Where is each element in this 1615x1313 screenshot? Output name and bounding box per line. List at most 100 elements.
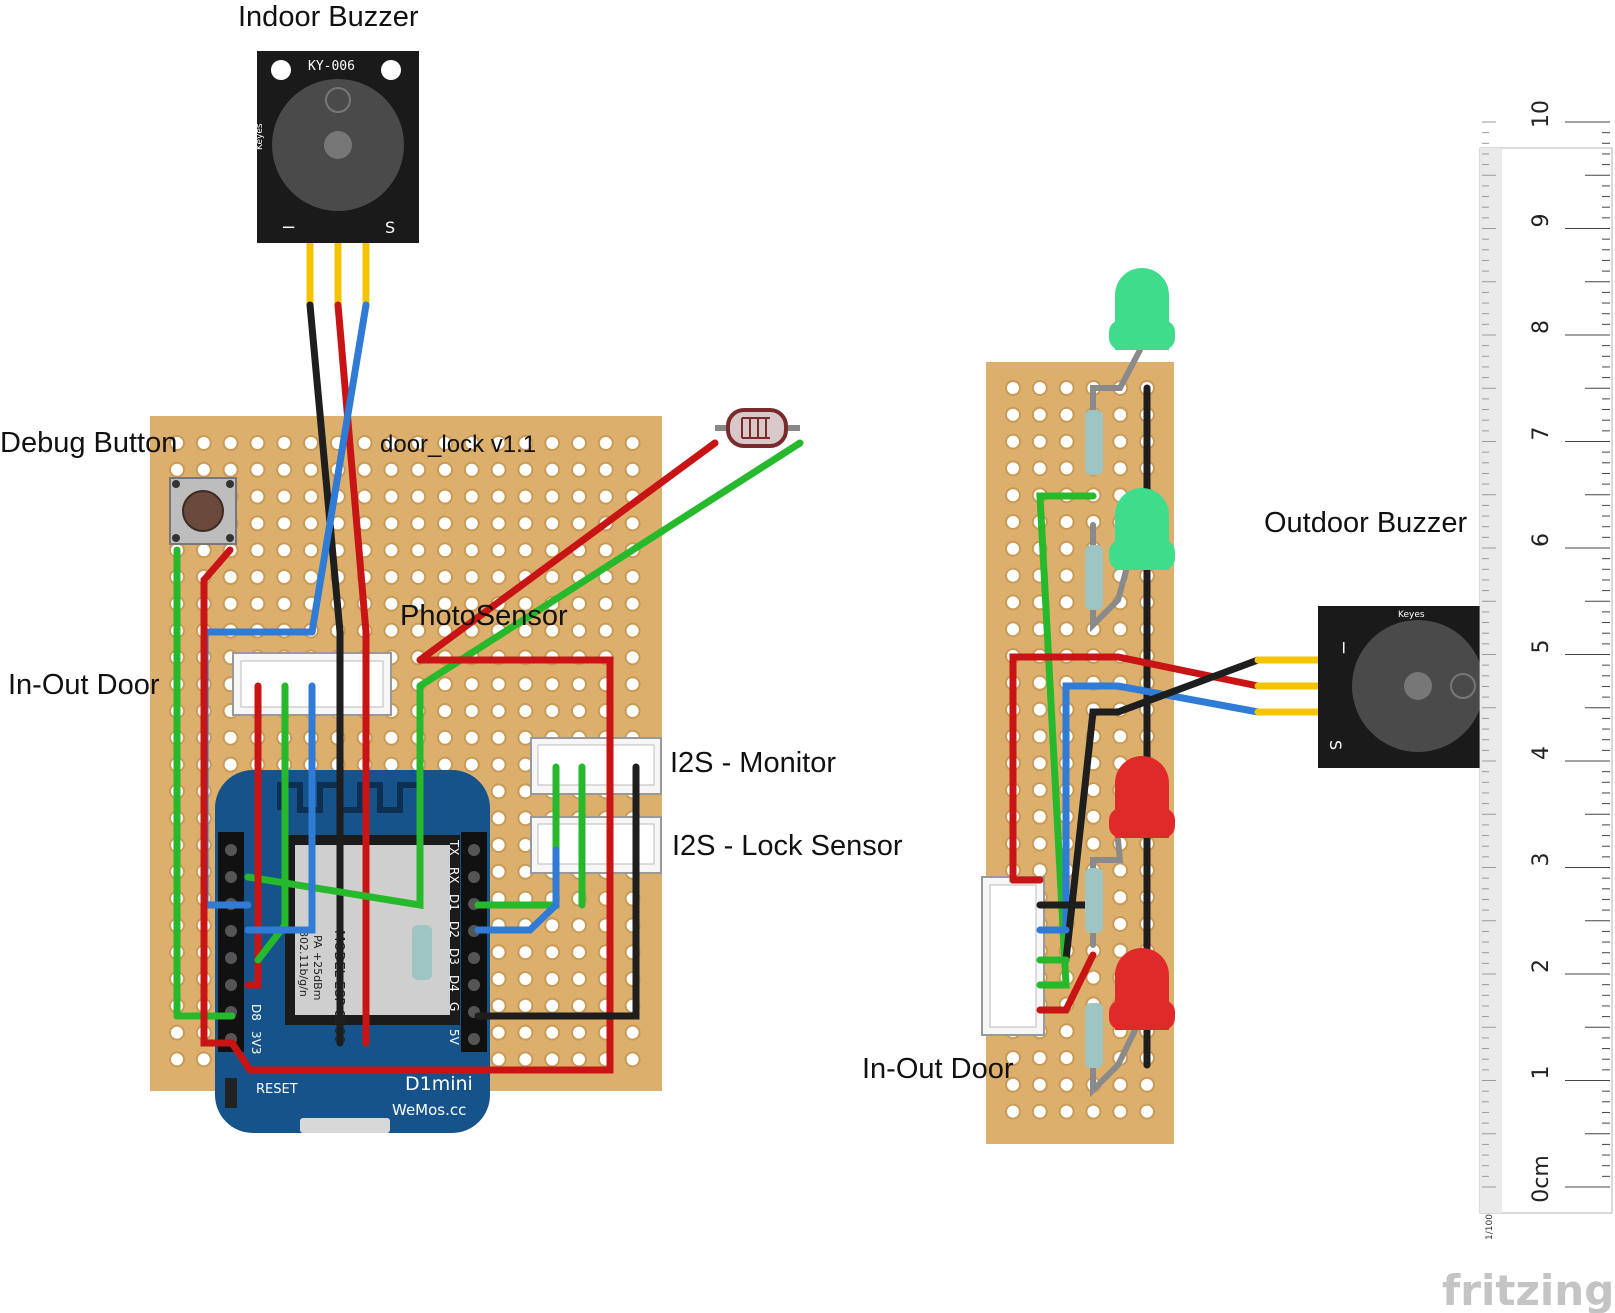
stripboard-hole bbox=[571, 595, 587, 612]
stripboard-hole bbox=[195, 461, 212, 478]
ruler-number: 5 bbox=[1529, 640, 1554, 654]
stripboard-hole bbox=[463, 595, 480, 612]
stripboard-hole bbox=[571, 944, 587, 961]
stripboard-hole bbox=[597, 595, 614, 612]
stripboard-hole bbox=[490, 703, 507, 719]
stripboard-hole bbox=[222, 729, 239, 746]
i2s-lock-sensor-connector bbox=[530, 816, 662, 874]
stripboard-hole bbox=[544, 542, 561, 559]
stripboard-hole bbox=[1085, 1103, 1102, 1120]
d1-pin-label: D4 bbox=[447, 975, 461, 992]
right-board-parts bbox=[1009, 347, 1344, 1098]
stripboard-hole bbox=[597, 461, 614, 478]
stripboard-hole bbox=[544, 569, 561, 585]
stripboard-hole bbox=[490, 729, 507, 746]
stripboard-hole bbox=[624, 569, 641, 585]
ruler-number: 4 bbox=[1529, 746, 1554, 760]
stripboard-hole bbox=[222, 461, 239, 478]
stripboard-hole bbox=[463, 569, 480, 585]
stripboard-hole bbox=[383, 542, 400, 559]
d1-pin-label: TX bbox=[447, 839, 461, 856]
stripboard-hole bbox=[597, 622, 614, 639]
stripboard-hole bbox=[437, 542, 453, 559]
stripboard-hole bbox=[1058, 1103, 1075, 1120]
stripboard-hole bbox=[276, 542, 293, 559]
stripboard-hole bbox=[249, 542, 266, 559]
label-i2s-monitor: I2S - Monitor bbox=[670, 747, 836, 779]
stripboard-hole bbox=[1005, 594, 1021, 611]
stripboard-hole bbox=[463, 703, 480, 719]
d1-pin bbox=[225, 979, 237, 991]
stripboard-hole bbox=[490, 997, 507, 1014]
ruler-number: 3 bbox=[1529, 853, 1554, 867]
stripboard-hole bbox=[1058, 1076, 1075, 1093]
stripboard-hole bbox=[463, 756, 480, 773]
d1-mini-board: MODEL ESP-8266 PA +25dBm 802.11b/g/n TXR… bbox=[215, 770, 490, 1133]
stripboard-hole bbox=[1058, 514, 1075, 530]
green-led-bottom bbox=[1109, 488, 1175, 570]
indoor-buzzer-s: S bbox=[385, 218, 395, 237]
stripboard-hole bbox=[1058, 380, 1075, 396]
stripboard-hole bbox=[169, 1051, 185, 1068]
stripboard-hole bbox=[383, 622, 400, 639]
stripboard-hole bbox=[544, 944, 561, 961]
stripboard-hole bbox=[571, 703, 587, 719]
outdoor-buzzer-brand: Keyes bbox=[1398, 610, 1425, 620]
d1-pin bbox=[225, 925, 237, 937]
stripboard-hole bbox=[571, 676, 587, 693]
stripboard-hole bbox=[1112, 862, 1129, 879]
stripboard-hole bbox=[1112, 621, 1129, 638]
stripboard-hole bbox=[1031, 380, 1048, 396]
stripboard-hole bbox=[1058, 540, 1075, 557]
stripboard-hole bbox=[597, 542, 614, 559]
indoor-buzzer-model: KY-006 bbox=[308, 59, 355, 74]
stripboard-hole bbox=[490, 837, 507, 853]
stripboard-hole bbox=[410, 569, 427, 585]
left-wires bbox=[173, 224, 804, 1074]
chip-wifi-text: 802.11b/g/n bbox=[297, 930, 310, 997]
stripboard-hole bbox=[1031, 728, 1048, 745]
stripboard-hole bbox=[356, 488, 373, 505]
stripboard-hole bbox=[195, 435, 212, 451]
chip-power-text: PA +25dBm bbox=[311, 935, 324, 1000]
label-indoor-buzzer: Indoor Buzzer bbox=[238, 1, 419, 33]
stripboard-hole bbox=[1058, 406, 1075, 423]
stripboard-hole bbox=[1005, 1076, 1021, 1093]
stripboard-hole bbox=[1058, 460, 1075, 477]
stripboard-hole bbox=[517, 515, 534, 532]
d1-pin bbox=[468, 952, 480, 964]
stripboard-hole bbox=[490, 461, 507, 478]
stripboard-hole bbox=[490, 569, 507, 585]
stripboard-hole bbox=[544, 461, 561, 478]
stripboard-hole bbox=[517, 944, 534, 961]
stripboard-hole bbox=[1112, 406, 1129, 423]
d1-pin bbox=[468, 844, 480, 856]
stripboard-hole bbox=[1112, 433, 1129, 450]
stripboard-hole bbox=[1112, 942, 1129, 959]
stripboard-hole bbox=[517, 595, 534, 612]
stripboard-hole bbox=[571, 1051, 587, 1068]
stripboard-hole bbox=[437, 595, 453, 612]
d1-pin bbox=[468, 871, 480, 883]
reset-switch bbox=[225, 1078, 237, 1108]
stripboard-hole bbox=[1005, 433, 1021, 450]
stripboard-hole bbox=[1005, 460, 1021, 477]
stripboard-hole bbox=[195, 542, 212, 559]
stripboard-hole bbox=[169, 1024, 185, 1041]
stripboard-hole bbox=[249, 488, 266, 505]
stripboard-hole bbox=[517, 676, 534, 693]
stripboard-hole bbox=[356, 461, 373, 478]
stripboard-hole bbox=[1112, 460, 1129, 477]
stripboard-hole bbox=[624, 676, 641, 693]
stripboard-hole bbox=[463, 461, 480, 478]
stripboard-hole bbox=[249, 569, 266, 585]
stripboard-hole bbox=[490, 1051, 507, 1068]
stripboard-hole bbox=[544, 622, 561, 639]
stripboard-hole bbox=[490, 515, 507, 532]
stripboard-hole bbox=[544, 997, 561, 1014]
diagram-labels: Indoor Buzzer Debug Button door_lock v1.… bbox=[0, 1, 1467, 1085]
stripboard-hole bbox=[383, 461, 400, 478]
stripboard-hole bbox=[303, 488, 319, 505]
stripboard-hole bbox=[437, 756, 453, 773]
